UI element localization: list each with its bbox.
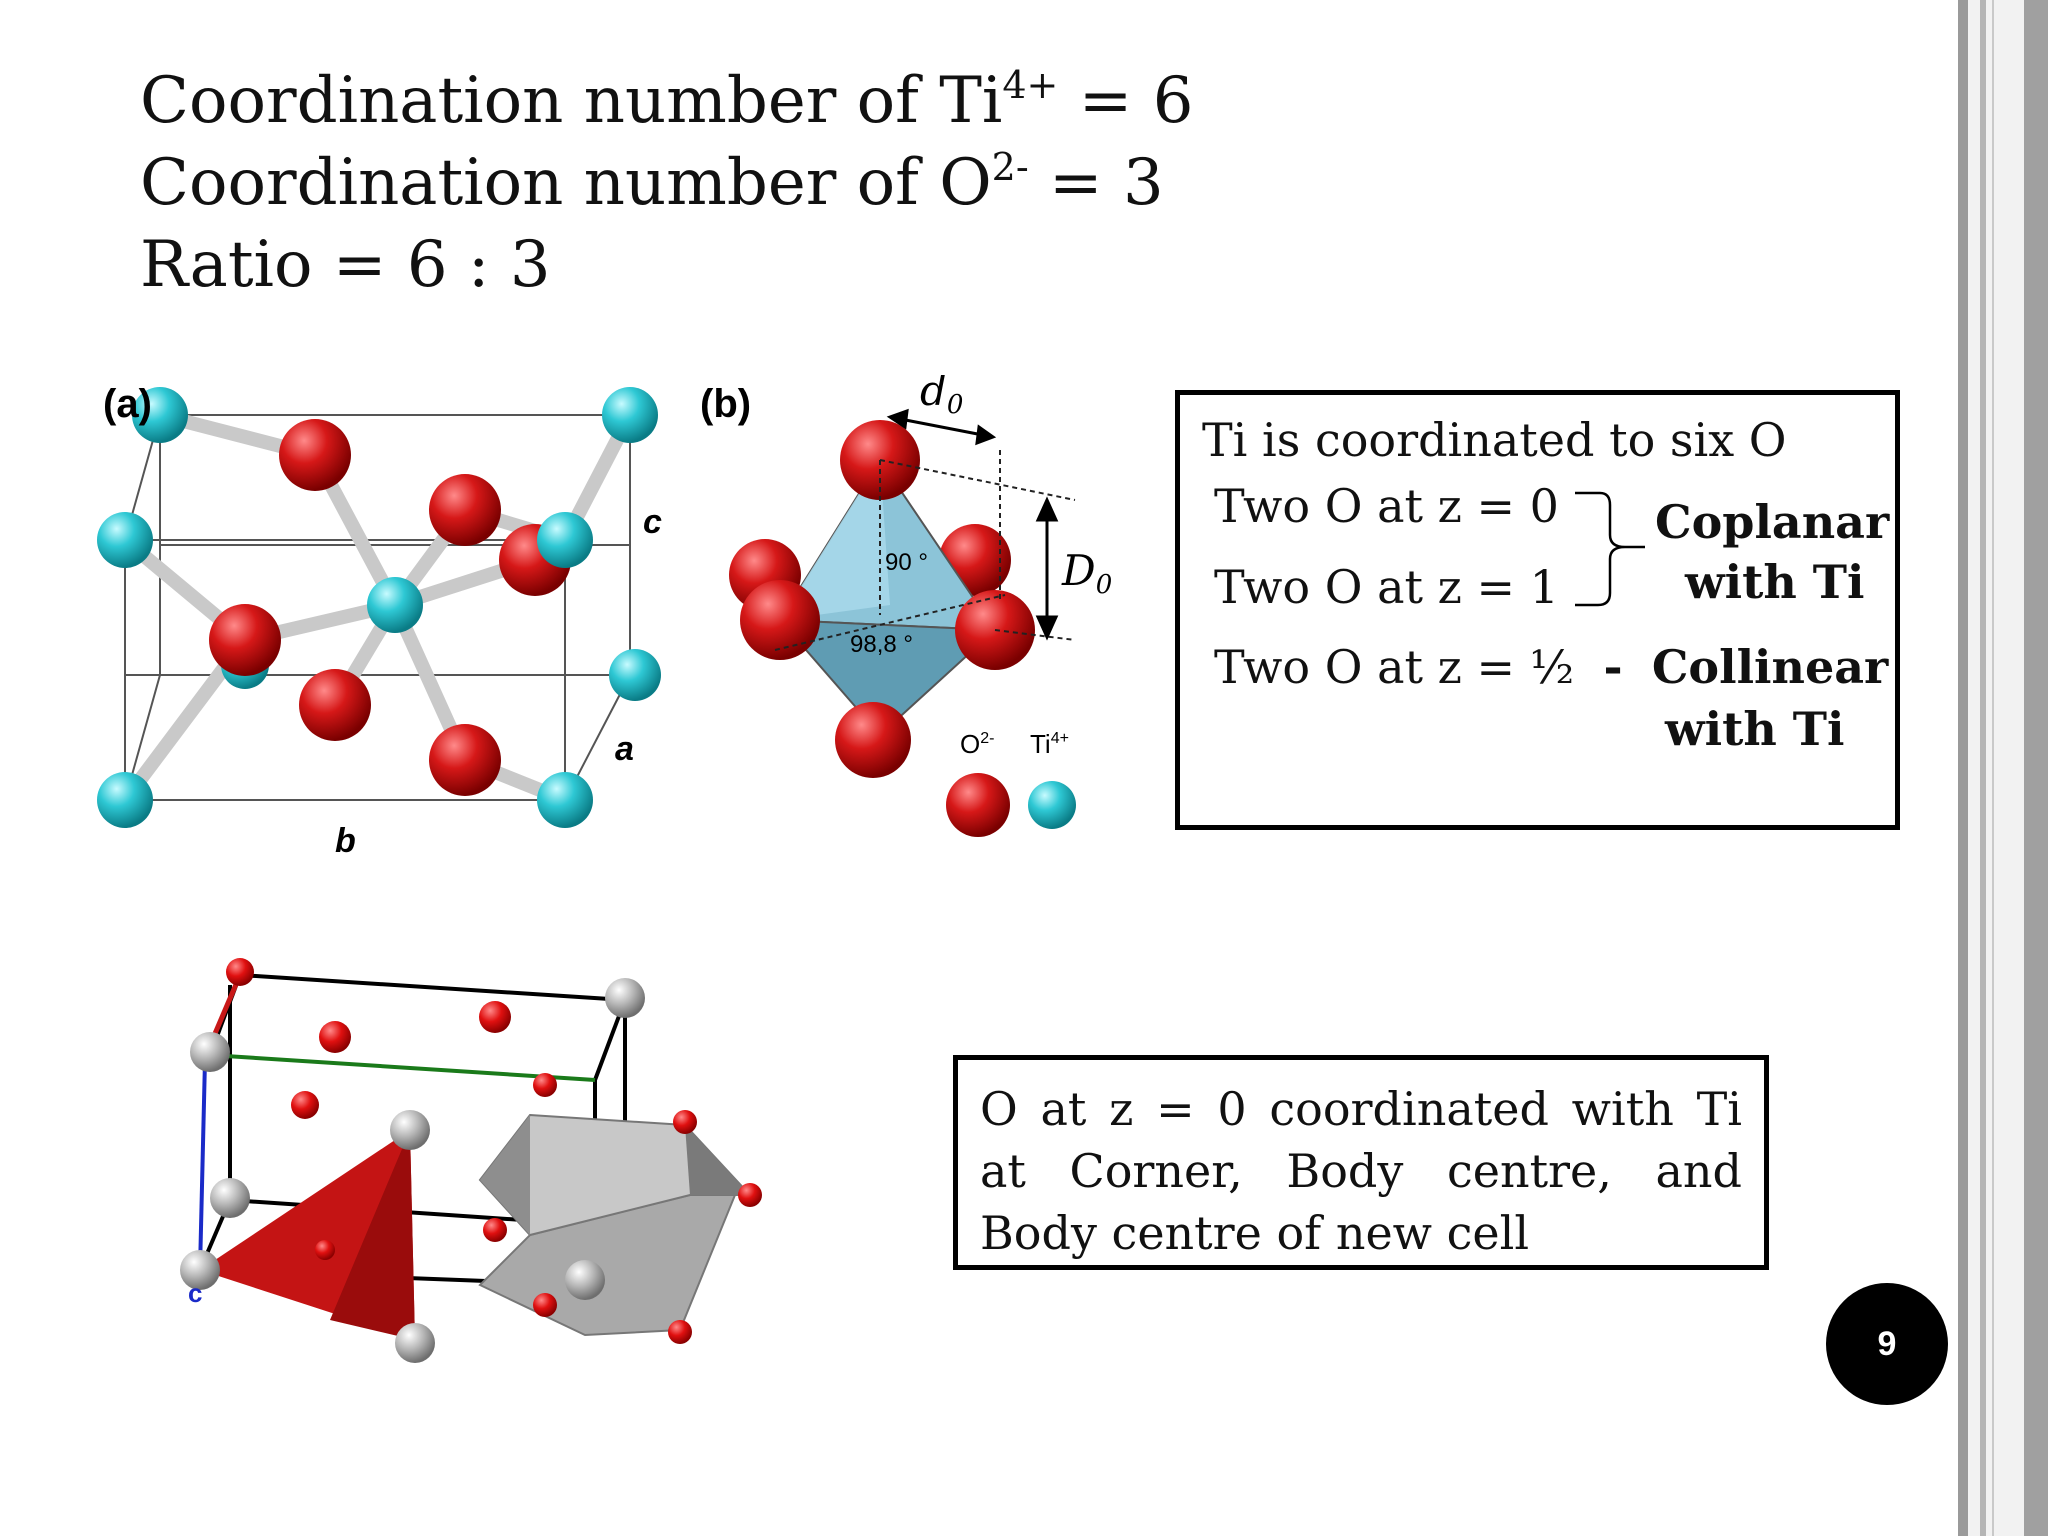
panel-a-label: (a) <box>103 382 152 426</box>
panel-b-label: (b) <box>700 382 751 426</box>
box1-line3: Two O at z = 1 <box>1214 560 1559 614</box>
legend-o-swatch <box>946 773 1010 837</box>
axis-b-label: b <box>335 822 356 860</box>
with-ti-label-1: with Ti <box>1685 555 1865 609</box>
slide: Coordination number of Ti4+ = 6 Coordina… <box>97 60 1948 1405</box>
with-ti-label-2: with Ti <box>1665 702 1845 756</box>
figure-a-unit-cell: (a) c a b <box>97 382 662 860</box>
brace-icon <box>1575 491 1645 607</box>
legend-ti-label: Ti4+ <box>1030 729 1069 759</box>
d0-label: d0 <box>920 375 963 420</box>
angle-98-label: 98,8 ° <box>850 631 913 658</box>
coordination-info-box: Ti is coordinated to six O Two O at z = … <box>1175 390 1900 830</box>
coplanar-label: Coplanar <box>1655 495 1890 549</box>
slide-right-border <box>1958 0 2048 1536</box>
box1-line2: Two O at z = 0 <box>1214 479 1559 533</box>
heading-line2-value: = 3 <box>1028 146 1164 220</box>
heading-line-ti: Coordination number of Ti4+ = 6 <box>140 60 1193 142</box>
angle-90-label: 90 ° <box>885 549 928 576</box>
slide-heading: Coordination number of Ti4+ = 6 Coordina… <box>140 60 1193 306</box>
oxygen-coordination-box: O at z = 0 coordinated with Ti at Corner… <box>953 1055 1769 1270</box>
axis-c-label: c <box>643 503 662 541</box>
legend-ti-swatch <box>1028 781 1076 829</box>
figure-c-polyhedra: c <box>180 958 762 1363</box>
page-number-badge: 9 <box>1826 1283 1948 1405</box>
ti-charge: 4+ <box>1002 63 1059 107</box>
D0-label: D0 <box>1061 546 1112 600</box>
heading-line1-value: = 6 <box>1058 64 1194 138</box>
heading-line-o: Coordination number of O2- = 3 <box>140 142 1193 224</box>
axis-c-label-c: c <box>188 1278 202 1308</box>
heading-line2-text: Coordination number of O <box>140 146 992 220</box>
figure-b-octahedron: (b) d0 D0 90 ° <box>700 375 1112 837</box>
box1-line1: Ti is coordinated to six O <box>1202 413 1787 467</box>
legend-o-label: O2- <box>960 729 994 759</box>
box1-line4: Two O at z = ½ - Collinear <box>1214 640 1889 694</box>
axis-a-label: a <box>615 730 634 768</box>
heading-line-ratio: Ratio = 6 : 3 <box>140 228 551 302</box>
heading-line1-text: Coordination number of Ti <box>140 64 1003 138</box>
box2-text: O at z = 0 coordinated with Ti at Corner… <box>980 1082 1742 1260</box>
o-charge: 2- <box>991 145 1029 189</box>
